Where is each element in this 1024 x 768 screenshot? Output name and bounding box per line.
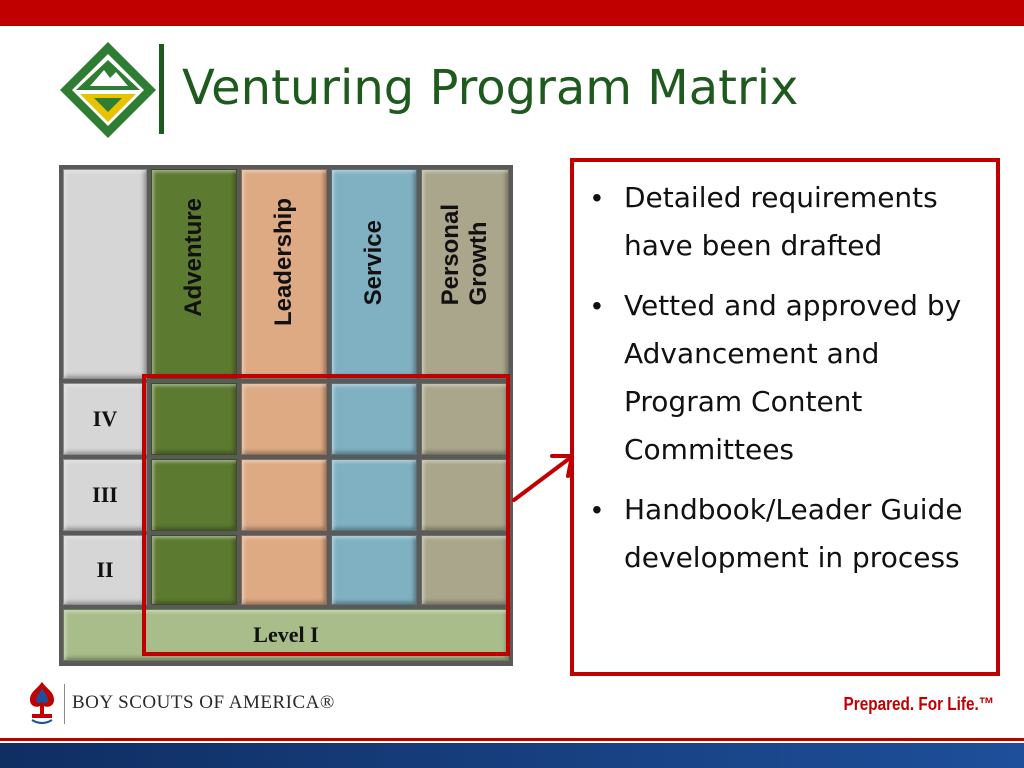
row-label-iii: III <box>92 482 118 507</box>
cell-iii-adventure <box>151 459 237 531</box>
bullet-item: • Vetted and approved by Advancement and… <box>588 282 984 474</box>
header-leadership: Leadership <box>241 169 327 379</box>
program-matrix: Adventure Leadership Service Personal Gr… <box>59 165 513 666</box>
column-label-adventure: Adventure <box>180 198 207 317</box>
organization-name: BOY SCOUTS OF AMERICA® <box>72 692 335 713</box>
bullet-glyph: • <box>592 494 602 525</box>
column-label-personal-growth: Personal Growth <box>437 204 493 305</box>
bullet-text: Vetted and approved by Advancement and P… <box>624 289 962 466</box>
bullet-list: • Detailed requirements have been drafte… <box>574 162 996 582</box>
title-divider <box>159 44 164 134</box>
column-label-leadership: Leadership <box>270 198 297 327</box>
bullet-panel: • Detailed requirements have been drafte… <box>570 158 1000 676</box>
footer-blue-bar <box>0 743 1024 768</box>
cell-iv-adventure <box>151 383 237 455</box>
row-header-ii: II <box>63 535 147 605</box>
footer-divider <box>64 684 65 724</box>
slide-title: Venturing Program Matrix <box>182 60 799 116</box>
header-personal-growth: Personal Growth <box>421 169 509 379</box>
cell-ii-adventure <box>151 535 237 605</box>
bullet-glyph: • <box>592 182 602 213</box>
bullet-text: Handbook/Leader Guide development in pro… <box>624 493 963 574</box>
level-one-label: Level I <box>253 622 319 647</box>
top-red-bar <box>0 0 1024 26</box>
header-service: Service <box>331 169 417 379</box>
row-header-iii: III <box>63 459 147 531</box>
column-label-growth: Growth <box>465 221 492 306</box>
highlight-box <box>142 374 510 656</box>
matrix-corner-cell <box>63 169 147 379</box>
cell-iii-personal-growth <box>421 459 509 531</box>
bullet-glyph: • <box>592 290 602 321</box>
column-label-service: Service <box>360 220 387 306</box>
venturing-logo-icon <box>60 42 156 138</box>
cell-iii-leadership <box>241 459 327 531</box>
cell-iv-personal-growth <box>421 383 509 455</box>
tagline: Prepared. For Life.™ <box>843 694 994 714</box>
cell-ii-service <box>331 535 417 605</box>
cell-ii-personal-growth <box>421 535 509 605</box>
bsa-emblem-icon <box>30 682 54 724</box>
row-label-ii: II <box>96 557 114 582</box>
row-header-iv: IV <box>63 383 147 455</box>
bullet-text: Detailed requirements have been drafted <box>624 181 938 262</box>
row-label-iv: IV <box>92 406 118 431</box>
column-label-personal: Personal <box>437 204 464 306</box>
footer-red-line <box>0 738 1024 741</box>
header-adventure: Adventure <box>151 169 237 379</box>
bullet-item: • Handbook/Leader Guide development in p… <box>588 486 984 582</box>
cell-ii-leadership <box>241 535 327 605</box>
cell-iv-leadership <box>241 383 327 455</box>
bullet-item: • Detailed requirements have been drafte… <box>588 174 984 270</box>
cell-iv-service <box>331 383 417 455</box>
cell-iii-service <box>331 459 417 531</box>
